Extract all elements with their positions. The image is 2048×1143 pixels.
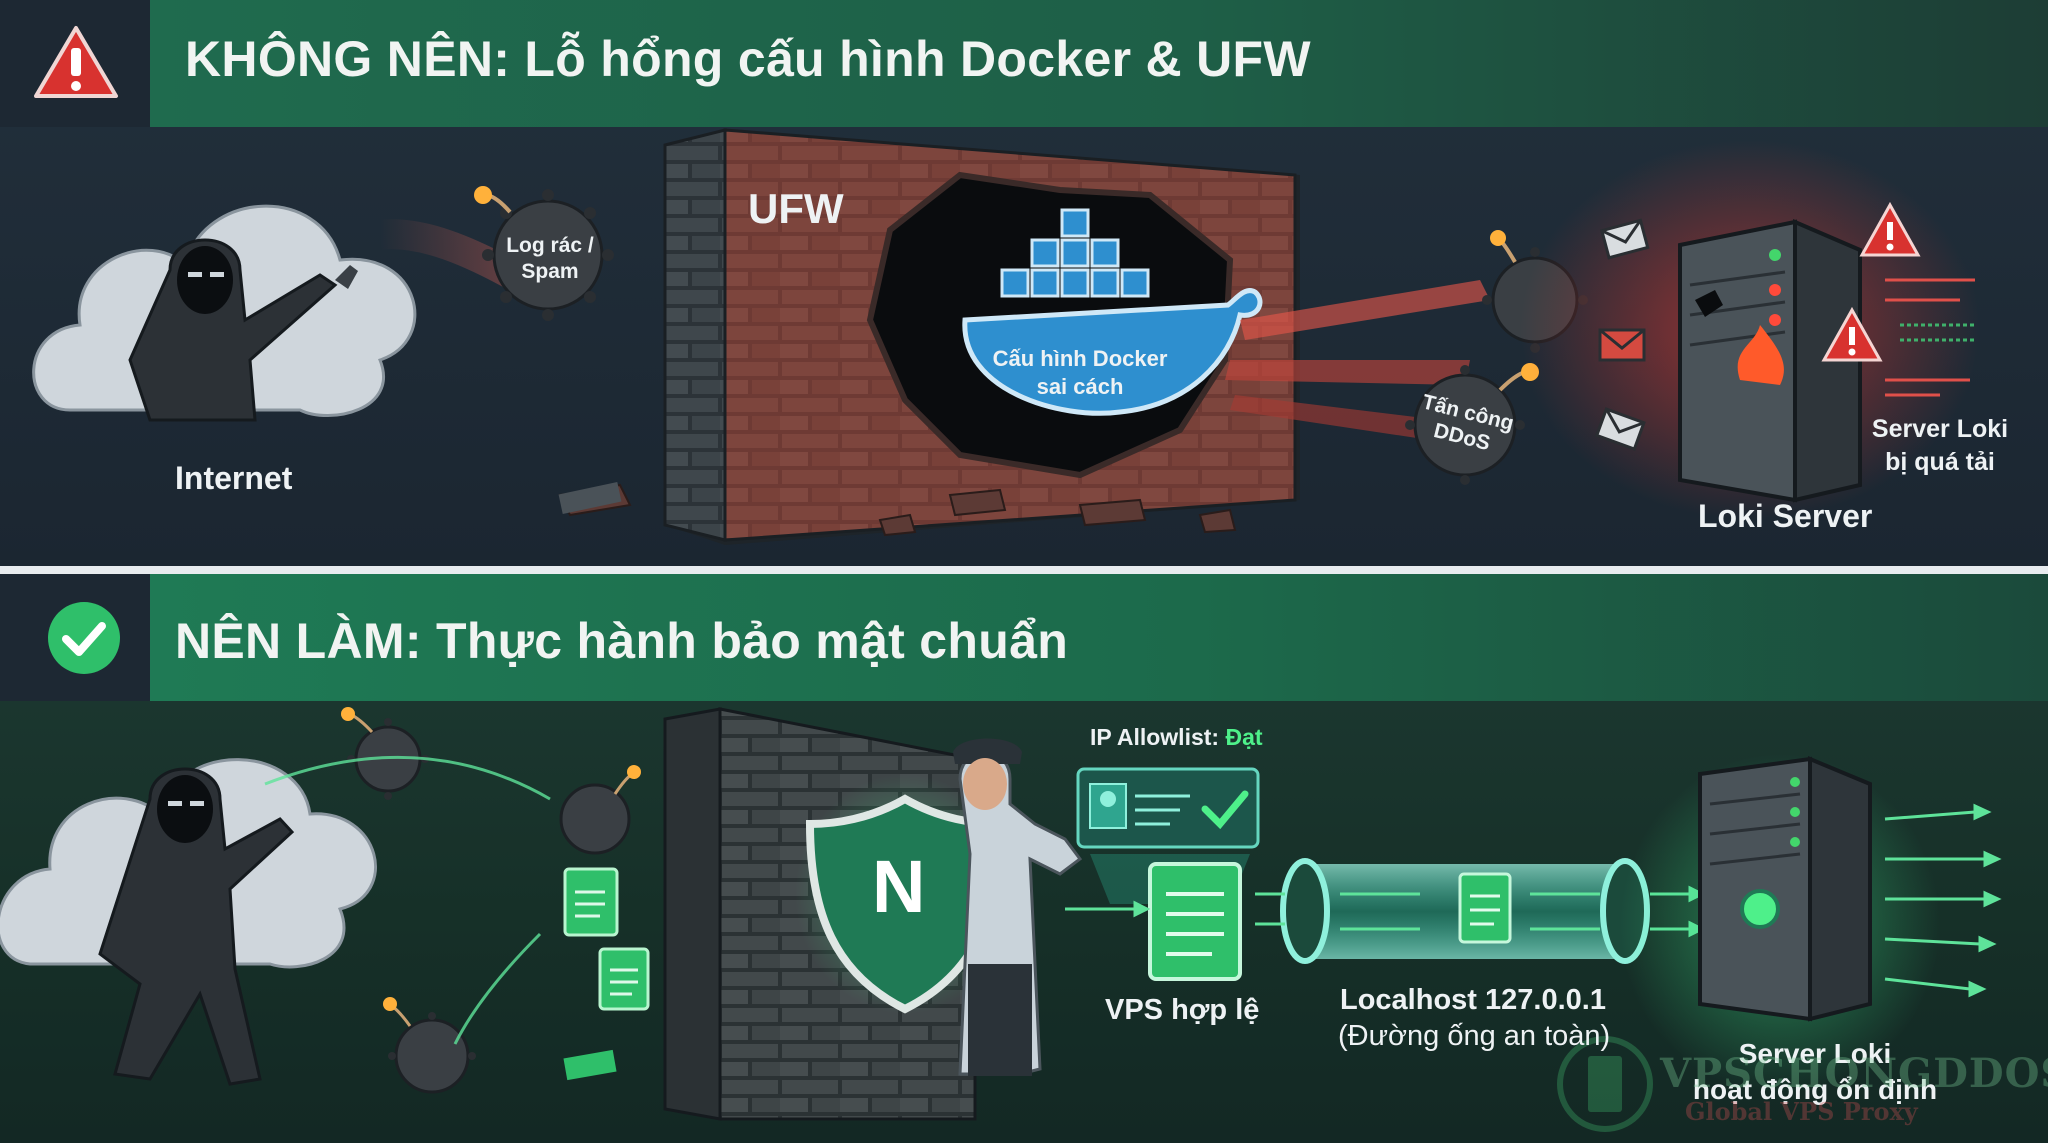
spam-envelope-icon bbox=[1594, 218, 1650, 451]
bad-practice-header: KHÔNG NÊN: Lỗ hổng cấu hình Docker & UFW bbox=[0, 0, 2048, 127]
hacker-icon bbox=[128, 238, 358, 422]
spam-bomb-label: Log rác / Spam bbox=[506, 234, 594, 283]
bomb-icon bbox=[559, 765, 641, 855]
bad-practice-title: KHÔNG NÊN: Lỗ hổng cấu hình Docker & UFW bbox=[185, 31, 1311, 87]
watermark-logo bbox=[1557, 1036, 1653, 1132]
localhost-label: Localhost 127.0.0.1 bbox=[1340, 984, 1606, 1016]
ufw-label: UFW bbox=[748, 185, 844, 232]
overload-label: Server Loki bị quá tải bbox=[1860, 413, 2020, 479]
docker-whale-icon bbox=[962, 208, 1263, 416]
localhost-pipe bbox=[1280, 858, 1650, 964]
bad-practice-panel: KHÔNG NÊN: Lỗ hổng cấu hình Docker & UFW bbox=[0, 0, 2048, 566]
bomb-icon bbox=[378, 186, 614, 321]
shield-icon bbox=[795, 774, 1015, 1014]
server-icon bbox=[1678, 218, 1862, 503]
stable-line1: Server Loki bbox=[1738, 1038, 1892, 1069]
good-practice-panel: NÊN LÀM: Thực hành bảo mật chuẩn bbox=[0, 574, 2048, 1143]
vps-document-icon bbox=[1090, 854, 1250, 981]
ip-allowlist-prefix: IP Allowlist: bbox=[1090, 724, 1226, 750]
server-icon bbox=[1620, 754, 1940, 1094]
hacker-icon bbox=[98, 767, 295, 1086]
check-circle-icon bbox=[48, 602, 120, 674]
loki-server-label: Loki Server bbox=[1698, 498, 1873, 534]
docker-misconfig-line2: sai cách bbox=[1036, 374, 1124, 399]
good-practice-header: NÊN LÀM: Thực hành bảo mật chuẩn bbox=[0, 574, 2048, 701]
docker-misconfig-label: Cấu hình Docker sai cách bbox=[970, 345, 1190, 401]
watermark-brand: VPSCHONGDDOS.COM bbox=[1660, 1050, 2048, 1097]
bomb-icon bbox=[383, 997, 476, 1094]
pipe-label: (Đường ống an toàn) bbox=[1338, 1020, 1611, 1052]
bomb-icon bbox=[341, 707, 429, 800]
stable-server-label: Server Loki hoạt động ổn định bbox=[1680, 1036, 1950, 1108]
warning-icon bbox=[34, 26, 118, 98]
section-divider bbox=[0, 566, 2048, 574]
output-arrows bbox=[1884, 803, 2002, 998]
bomb-icon bbox=[1405, 363, 1539, 485]
overload-line2: bị quá tải bbox=[1885, 448, 1995, 476]
ip-allowlist-label: IP Allowlist: Đạt bbox=[1090, 724, 1263, 751]
overload-line1: Server Loki bbox=[1871, 415, 2009, 443]
ip-allowlist-card bbox=[1076, 767, 1260, 849]
deflect-arrows bbox=[264, 755, 551, 1045]
good-practice-illustration bbox=[0, 707, 2002, 1132]
alert-icon bbox=[1821, 201, 1921, 362]
document-icon bbox=[563, 867, 650, 1011]
docker-misconfig-line1: Cấu hình Docker bbox=[992, 346, 1168, 371]
bad-practice-illustration bbox=[32, 128, 1980, 545]
shield-letter: N bbox=[872, 845, 926, 928]
internet-label: Internet bbox=[175, 460, 293, 496]
security-guard-icon bbox=[953, 738, 1083, 1076]
attack-streaks bbox=[1225, 280, 1490, 440]
ip-allowlist-status: Đạt bbox=[1225, 724, 1263, 750]
good-practice-title: NÊN LÀM: Thực hành bảo mật chuẩn bbox=[175, 613, 1069, 669]
stable-line2: hoạt động ổn định bbox=[1692, 1074, 1938, 1105]
overload-lines bbox=[1885, 278, 1975, 397]
watermark-tagline: Global VPS Proxy bbox=[1685, 1097, 1918, 1126]
vps-label: VPS hợp lệ bbox=[1105, 994, 1260, 1026]
